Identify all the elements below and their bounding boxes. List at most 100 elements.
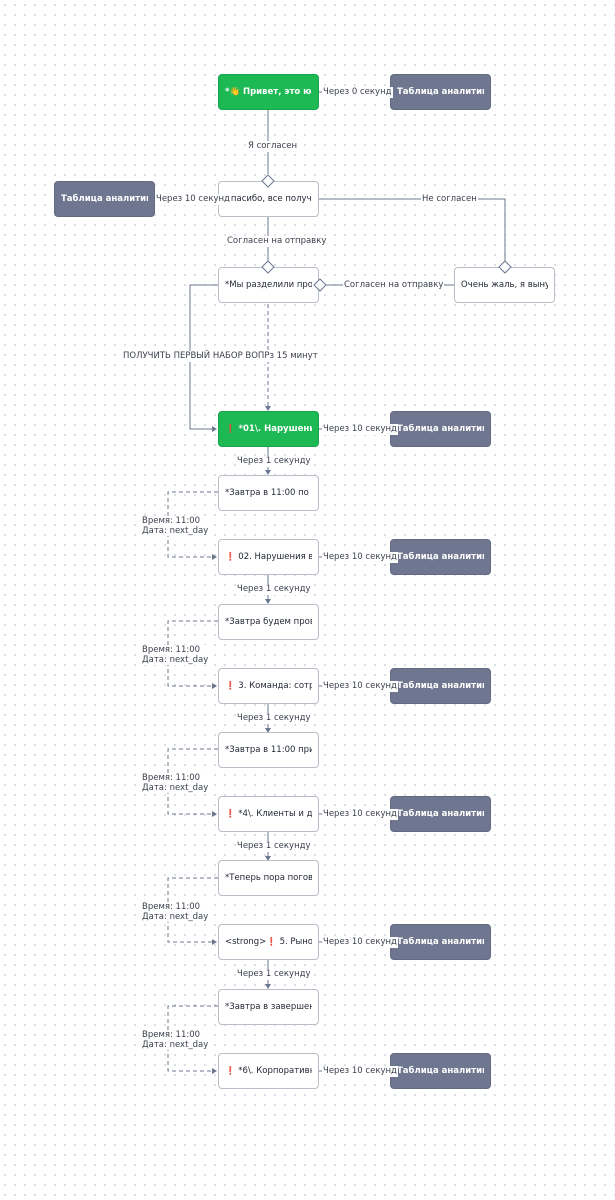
node-greeting[interactable]: *👋 Привет, это юрис [218,74,319,110]
schedule-time: Время: 11:00 [142,1030,201,1040]
arrow-head [265,856,271,861]
node-violation-04[interactable]: ❗ *4\. Клиенты и дог [218,796,319,832]
edge-thanks-sorry [319,198,506,261]
node-sorry-label: Очень жаль, я вынужд [461,280,548,290]
node-thanks-label: Спасибо, все получил [225,194,312,204]
node-analytics-8[interactable]: Таблица аналитики [390,1053,491,1089]
schedule-time: Время: 11:00 [142,516,201,526]
edge-m2-v03 [167,620,218,687]
edge-m4-v05 [167,877,218,943]
node-violation-03-label: ❗ 3. Команда: сотруд [225,681,312,691]
edge-label-agree-send-2: Согласен на отправку [343,280,445,291]
schedule-date: Дата: next_day [142,526,209,536]
in-15-minutes-text: з 15 минут [269,351,318,361]
node-analytics-label: Таблица аналитики [397,809,484,819]
edge-label-agree-send: Согласен на отправку [226,236,328,247]
edge-label-disagree: Не согласен [421,194,478,205]
node-violation-04-label: ❗ *4\. Клиенты и дог [225,809,312,819]
arrow-head [212,1068,217,1074]
edge-label-10-seconds: Через 10 секунд [322,1066,398,1077]
edge-label-first-set: ПОЛУЧИТЬ ПЕРВЫЙ НАБОР ВОПРз 15 минут [122,351,319,362]
edge-label-1-second: Через 1 секунду [236,841,312,852]
arrow-head [265,728,271,733]
node-message-4[interactable]: *Теперь пора поговор [218,860,319,896]
edge-label-10-seconds: Через 10 секунд [322,552,398,563]
node-analytics-5[interactable]: Таблица аналитики [390,668,491,704]
node-analytics-4[interactable]: Таблица аналитики [390,539,491,575]
edge-label-10-seconds: Через 10 секунд [155,194,231,205]
edge-label-1-second: Через 1 секунду [236,969,312,980]
edge-m3-v04 [167,748,218,815]
node-violation-06[interactable]: ❗ *6\. Корпоративное [218,1053,319,1089]
schedule-time: Время: 11:00 [142,773,201,783]
node-message-2-label: *Завтра будем провер [225,617,312,627]
edge-label-10-seconds: Через 10 секунд [322,424,398,435]
node-greeting-label: *👋 Привет, это юрис [225,87,312,97]
node-message-1-label: *Завтра в 11:00 по м [225,488,312,498]
node-message-5-label: *Завтра в завершении [225,1002,312,1012]
node-analytics-label: Таблица аналитики [397,424,484,434]
edge-label-10-seconds: Через 10 секунд [322,809,398,820]
node-analytics-2[interactable]: Таблица аналитики [54,181,155,217]
node-analytics-label: Таблица аналитики [397,87,484,97]
node-analytics-3[interactable]: Таблица аналитики [390,411,491,447]
arrow-head [265,470,271,475]
node-message-4-label: *Теперь пора поговор [225,873,312,883]
node-violation-05-label: <strong>❗ 5. Рынок, [225,937,312,947]
schedule-time: Время: 11:00 [142,645,201,655]
node-violation-06-label: ❗ *6\. Корпоративное [225,1066,312,1076]
schedule-date: Дата: next_day [142,1040,209,1050]
node-message-2[interactable]: *Завтра будем провер [218,604,319,640]
arrow-head [212,939,217,945]
node-analytics-label: Таблица аналитики [61,194,148,204]
edge-label-0-seconds: Через 0 секунд [322,87,393,98]
arrow-head [265,406,271,411]
node-violation-02-label: ❗ 02. Нарушения в ре [225,552,312,562]
edge-label-1-second: Через 1 секунду [236,713,312,724]
edge-label-10-seconds: Через 10 секунд [322,681,398,692]
arrow-head [212,683,217,689]
node-violation-03[interactable]: ❗ 3. Команда: сотруд [218,668,319,704]
arrow-head [265,984,271,989]
node-message-3-label: *Завтра в 11:00 при [225,745,312,755]
node-analytics-7[interactable]: Таблица аналитики [390,924,491,960]
node-split[interactable]: *Мы разделили провер [218,267,319,303]
node-analytics-6[interactable]: Таблица аналитики [390,796,491,832]
node-analytics-label: Таблица аналитики [397,552,484,562]
edge-m5-v06 [167,1005,218,1072]
node-violation-01-label: ❗ *01\. Нарушения на [225,424,312,434]
node-violation-02[interactable]: ❗ 02. Нарушения в ре [218,539,319,575]
first-set-text: ПОЛУЧИТЬ ПЕРВЫЙ НАБОР ВОПР [123,351,270,361]
node-message-1[interactable]: *Завтра в 11:00 по м [218,475,319,511]
node-analytics-label: Таблица аналитики [397,937,484,947]
node-split-label: *Мы разделили провер [225,280,312,290]
node-violation-05[interactable]: <strong>❗ 5. Рынок, [218,924,319,960]
schedule-date: Дата: next_day [142,655,209,665]
node-analytics-label: Таблица аналитики [397,681,484,691]
node-thanks[interactable]: Спасибо, все получил [218,181,319,217]
arrow-head [212,811,217,817]
schedule-time: Время: 11:00 [142,902,201,912]
node-analytics-1[interactable]: Таблица аналитики [390,74,491,110]
edge-label-1-second: Через 1 секунду [236,584,312,595]
node-analytics-label: Таблица аналитики [397,1066,484,1076]
arrow-head [265,599,271,604]
arrow-head [212,426,217,432]
node-violation-01[interactable]: ❗ *01\. Нарушения на [218,411,319,447]
node-message-3[interactable]: *Завтра в 11:00 при [218,732,319,768]
node-sorry[interactable]: Очень жаль, я вынужд [454,267,555,303]
edge-m1-v02 [167,491,218,558]
schedule-date: Дата: next_day [142,912,209,922]
edge-label-1-second: Через 1 секунду [236,456,312,467]
edge-label-agree: Я согласен [247,141,299,152]
node-message-5[interactable]: *Завтра в завершении [218,989,319,1025]
edge-label-10-seconds: Через 10 секунд [322,937,398,948]
arrow-head [212,554,217,560]
schedule-date: Дата: next_day [142,783,209,793]
